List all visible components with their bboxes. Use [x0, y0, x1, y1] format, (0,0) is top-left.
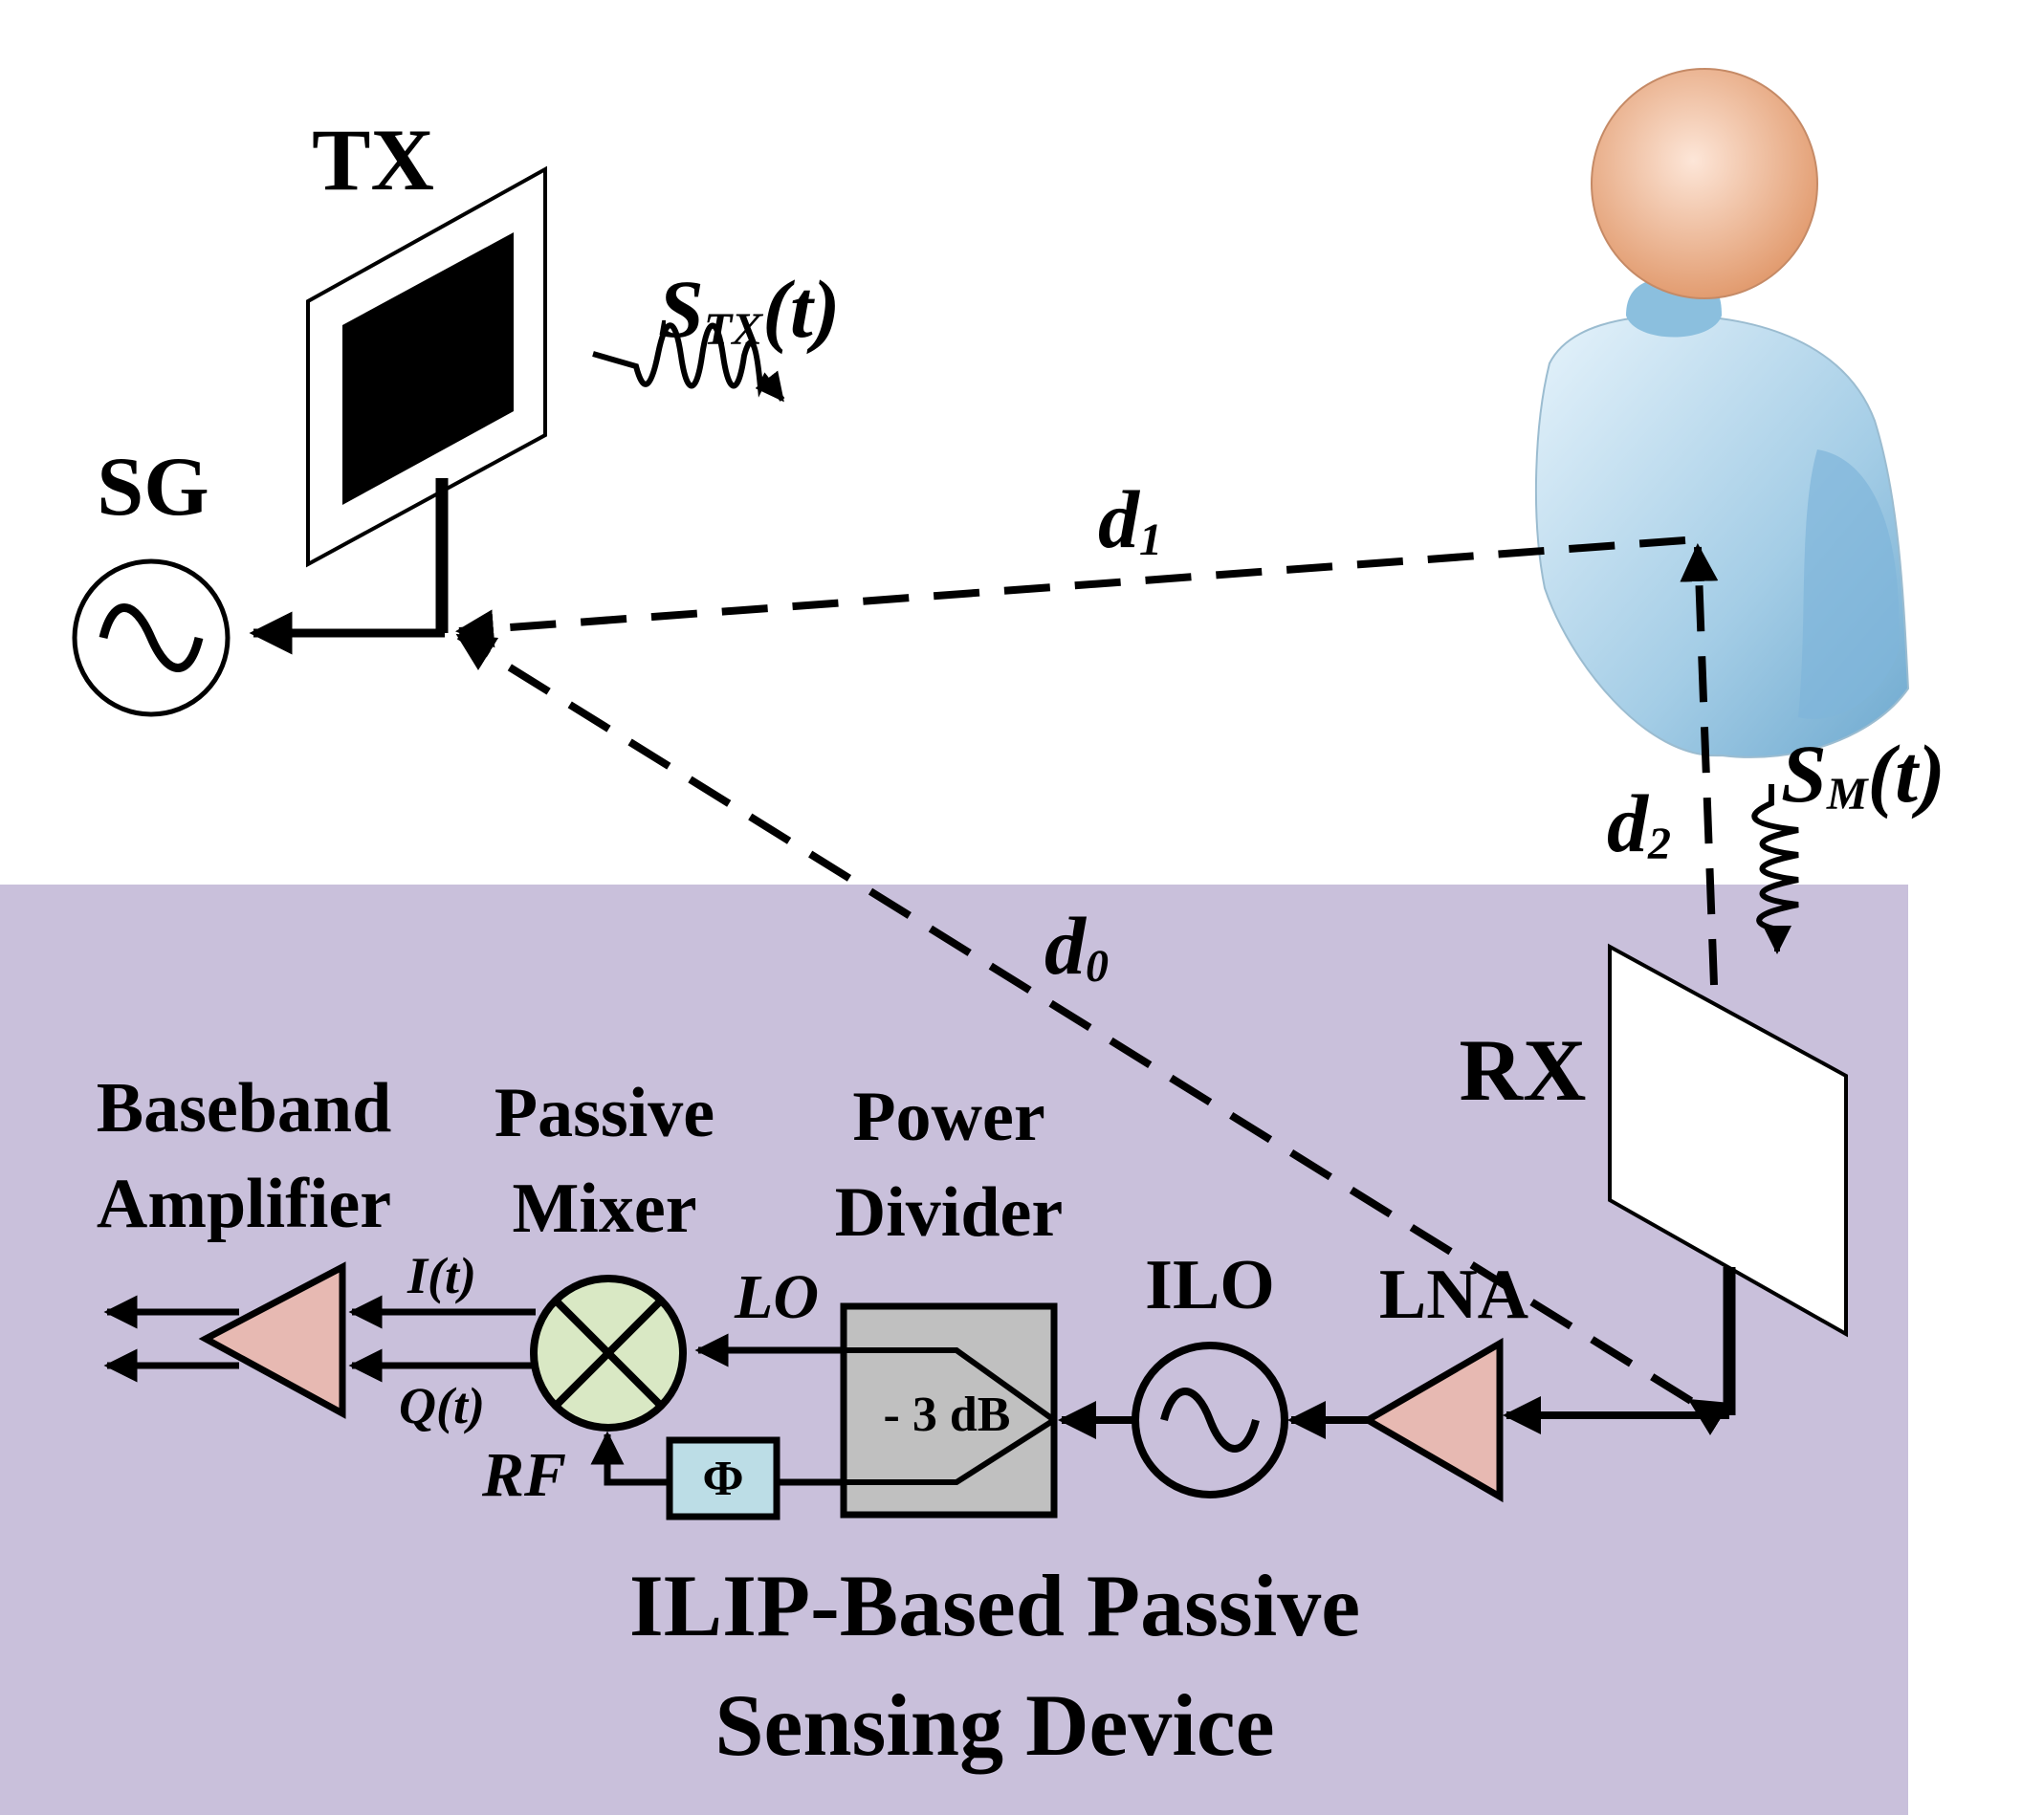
lna-icon: [1361, 1337, 1504, 1503]
path-d2-line: [1680, 543, 1719, 986]
d2-label: d2: [1607, 777, 1671, 869]
baseband-amplifier-icon: [198, 1261, 346, 1419]
person-icon: [1534, 68, 1910, 758]
rx-antenna-icon: [1608, 943, 1848, 1415]
mixer-icon: [530, 1275, 687, 1432]
divider-value: - 3 dB: [884, 1388, 1011, 1442]
rx-label: RX: [1460, 1021, 1587, 1119]
i-label: I(t): [407, 1247, 476, 1304]
d1-label: d1: [1098, 473, 1162, 565]
device-title-line1: ILIP-Based Passive: [629, 1557, 1360, 1654]
power-divider-icon: [832, 1302, 1058, 1519]
divider-label-line1: Power: [852, 1078, 1044, 1156]
sg-label: SG: [97, 441, 209, 534]
path-d1-line: [455, 536, 1686, 648]
signal-generator-icon: [72, 558, 231, 717]
path-d0-line: [455, 632, 1731, 1435]
tx-wave-icon: [592, 322, 785, 403]
baseband-label-line2: Amplifier: [97, 1165, 391, 1243]
mixer-label-line1: Passive: [495, 1074, 714, 1152]
device-title-line2: Sensing Device: [714, 1676, 1274, 1774]
rf-label: RF: [481, 1440, 566, 1510]
divider-label-line2: Divider: [835, 1173, 1063, 1252]
lo-label: LO: [734, 1262, 819, 1332]
ilo-label: ILO: [1145, 1246, 1275, 1324]
mixer-label-line2: Mixer: [512, 1170, 696, 1248]
tx-antenna-icon: [306, 165, 547, 633]
q-label: Q(t): [399, 1377, 485, 1434]
phase-shifter-icon: [666, 1436, 780, 1520]
lna-label: LNA: [1379, 1256, 1528, 1334]
rf-line-left: [590, 1431, 670, 1486]
phase-symbol: Φ: [702, 1452, 743, 1506]
target-wave-icon: [1751, 784, 1799, 954]
stx-label: STX(t): [658, 263, 840, 355]
sm-label: SM(t): [1781, 728, 1945, 820]
baseband-label-line1: Baseband: [97, 1069, 391, 1148]
d0-label: d0: [1044, 900, 1109, 992]
propagation-paths: [455, 536, 1731, 1435]
tx-label: TX: [312, 111, 434, 208]
